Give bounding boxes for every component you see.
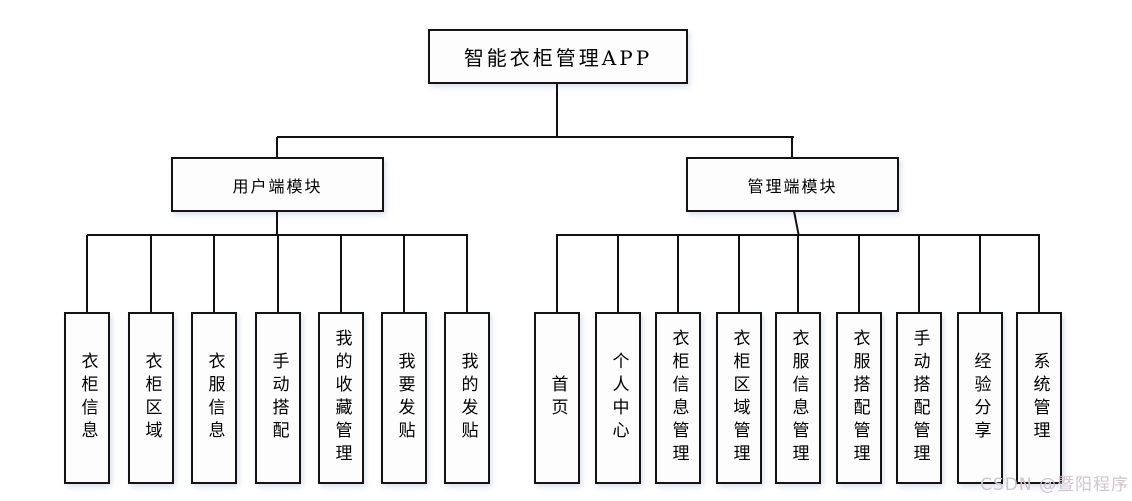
leaf-label: 经验分享 [970, 352, 991, 444]
leaf-label: 衣服信息管理 [788, 329, 809, 467]
connector-drop [677, 235, 679, 312]
leaf-label: 个人中心 [608, 352, 629, 444]
connector-drop [918, 235, 920, 312]
node-leaf-wardrobe-info: 衣柜信息 [64, 312, 110, 484]
leaf-label: 衣柜信息管理 [668, 329, 689, 467]
leaf-label: 衣服搭配管理 [849, 329, 870, 467]
node-leaf-experience-share: 经验分享 [957, 312, 1003, 484]
node-leaf-my-posts: 我的发贴 [444, 312, 490, 484]
connector-drop [979, 235, 981, 312]
node-leaf-wardrobe-area-mgmt: 衣柜区域管理 [716, 312, 762, 484]
node-leaf-clothes-match-mgmt: 衣服搭配管理 [836, 312, 882, 484]
connector-drop [858, 235, 860, 312]
node-leaf-wardrobe-info-mgmt: 衣柜信息管理 [655, 312, 701, 484]
connector-split-line [277, 136, 794, 138]
leaf-label: 我的收藏管理 [331, 329, 352, 467]
node-leaf-personal-center: 个人中心 [595, 312, 641, 484]
connector-drop [150, 235, 152, 312]
connector-root-stem [556, 84, 558, 137]
connector-drop [403, 235, 405, 312]
connector-drop [86, 235, 88, 312]
leaf-label: 衣柜信息 [77, 352, 98, 444]
connector-drop [466, 235, 468, 312]
connector-drop [213, 235, 215, 312]
node-leaf-clothes-info-mgmt: 衣服信息管理 [775, 312, 821, 484]
connector-drop [556, 235, 558, 312]
leaf-label: 衣柜区域管理 [729, 329, 750, 467]
node-leaf-post-new: 我要发贴 [381, 312, 427, 484]
node-leaf-home: 首页 [534, 312, 580, 484]
node-leaf-manual-match: 手动搭配 [255, 312, 301, 484]
connector-admin-stem [793, 210, 800, 236]
connector-user-stub [276, 137, 278, 158]
node-root-app: 智能衣柜管理APP [428, 29, 688, 84]
csdn-watermark: CSDN @暨阳程序 [980, 475, 1129, 495]
leaf-label: 手动搭配管理 [909, 329, 930, 467]
leaf-label: 我的发贴 [457, 352, 478, 444]
node-leaf-wardrobe-area: 衣柜区域 [128, 312, 174, 484]
leaf-label: 衣服信息 [204, 352, 225, 444]
connector-drop [277, 235, 279, 312]
node-admin-module: 管理端模块 [686, 157, 899, 212]
node-leaf-my-favorites: 我的收藏管理 [318, 312, 364, 484]
leaf-label: 衣柜区域 [141, 352, 162, 444]
node-user-module: 用户端模块 [171, 157, 384, 212]
node-admin-module-label: 管理端模块 [747, 176, 838, 196]
connector-admin-stub [791, 137, 793, 158]
node-leaf-manual-match-mgmt: 手动搭配管理 [896, 312, 942, 484]
connector-drop [340, 235, 342, 312]
node-user-module-label: 用户端模块 [232, 176, 323, 196]
connector-drop [738, 235, 740, 312]
connector-user-stem [276, 211, 278, 235]
connector-drop [617, 235, 619, 312]
node-leaf-system-mgmt: 系统管理 [1016, 312, 1062, 484]
node-root-label: 智能衣柜管理APP [463, 46, 653, 70]
connector-drop [1038, 235, 1040, 312]
leaf-label: 我要发贴 [394, 352, 415, 444]
leaf-label: 系统管理 [1029, 352, 1050, 444]
leaf-label: 首页 [547, 375, 568, 421]
connector-drop [797, 235, 799, 312]
node-leaf-clothes-info: 衣服信息 [191, 312, 237, 484]
leaf-label: 手动搭配 [268, 352, 289, 444]
